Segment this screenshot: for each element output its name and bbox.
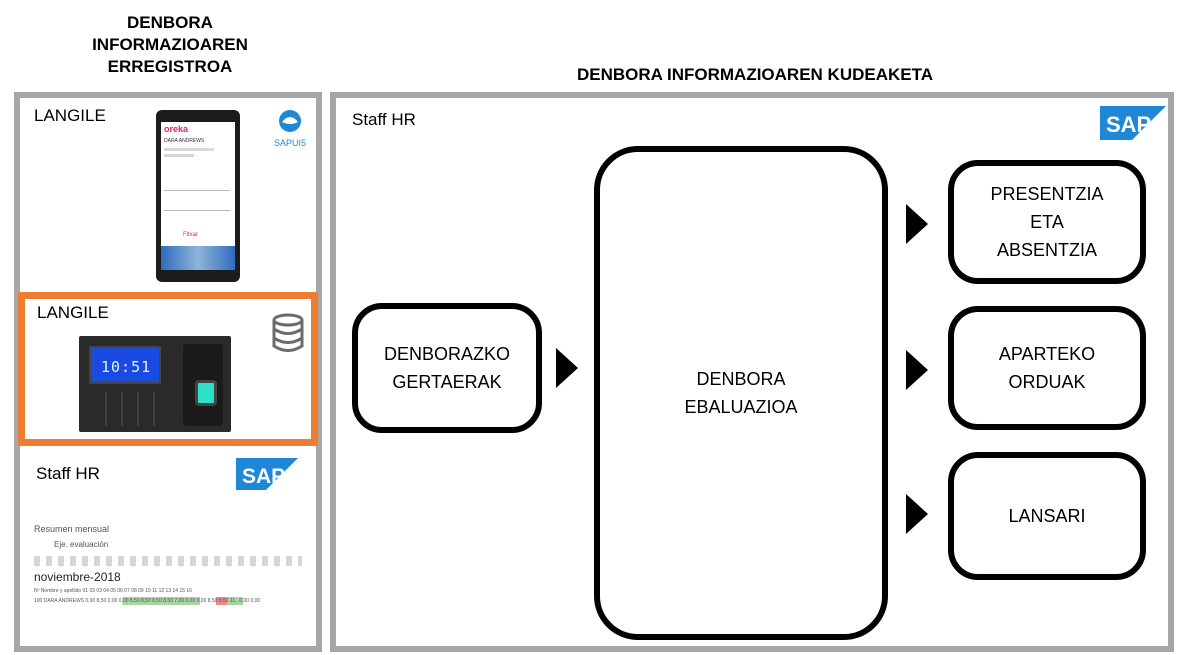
left-heading: DENBORA INFORMAZIOAREN ERREGISTROA: [60, 12, 280, 78]
phone-divider: [164, 148, 214, 151]
sapui5-logo-text: SAPUI5: [274, 138, 306, 148]
database-icon: [272, 313, 304, 352]
left-heading-line-2: INFORMAZIOAREN: [92, 35, 248, 54]
attendance-absence-box: PRESENTZIA ETA ABSENTZIA: [948, 160, 1146, 284]
sap-logo-text: SAP: [242, 465, 285, 488]
table-title: Resumen mensual: [34, 524, 110, 534]
phone-field: [164, 182, 230, 191]
phone-field: [164, 202, 230, 211]
phone-divider: [164, 154, 194, 157]
overtime-box: APARTEKO ORDUAK: [948, 306, 1146, 430]
arrow-right-icon: [906, 350, 928, 390]
table-data-row: 100 DARA ANDREWS 0,00 8,50 0,00 0,00 8,5…: [34, 598, 261, 604]
time-events-line-2: GERTAERAK: [392, 372, 502, 392]
sap-logo-text: SAP: [1106, 112, 1151, 137]
phone-screen: oreka DARA ANDREWS Fitxar: [161, 122, 235, 270]
attendance-line-1: PRESENTZIA: [990, 184, 1104, 204]
left-heading-line-3: ERREGISTROA: [107, 57, 233, 76]
staff-hr-card: Staff HR SAP: [20, 452, 316, 646]
timeclock-card: LANGILE: [18, 292, 318, 446]
arrow-right-icon: [906, 204, 928, 244]
table-row-highlight: [34, 597, 302, 605]
phone-user: DARA ANDREWS: [164, 138, 205, 144]
overtime-line-1: APARTEKO: [998, 344, 1096, 364]
timeclock-keypad: [91, 392, 155, 426]
right-heading: DENBORA INFORMAZIOAREN KUDEAKETA: [576, 65, 934, 84]
payroll-box: LANSARI: [948, 452, 1146, 580]
attendance-line-3: ABSENTZIA: [996, 240, 1098, 260]
mobile-card-label: LANGILE: [34, 106, 106, 125]
time-events-box: DENBORAZKO GERTAERAK: [352, 303, 542, 433]
sap-table-thumbnail: Resumen mensual Eje. evaluación noviembr…: [34, 520, 302, 620]
timeclock-card-label: LANGILE: [37, 303, 109, 322]
sap-logo-icon: SAP: [1100, 106, 1166, 140]
table-toolbar-label: Eje. evaluación: [54, 540, 109, 549]
right-panel-label: Staff HR: [352, 110, 416, 129]
table-toolbar: [34, 556, 302, 566]
time-events-line-1: DENBORAZKO: [383, 344, 511, 364]
timeclock-time: 10:51: [101, 358, 152, 376]
arrow-right-icon: [556, 348, 578, 388]
phone-image: oreka DARA ANDREWS Fitxar: [156, 110, 240, 282]
attendance-line-2: ETA: [1030, 212, 1064, 232]
staff-hr-card-label: Staff HR: [36, 464, 100, 483]
fingerprint-sensor-icon: [195, 380, 217, 406]
timeclock-image: 10:51: [79, 336, 231, 432]
phone-footer: [161, 246, 235, 270]
left-heading-line-1: DENBORA: [127, 13, 213, 32]
timeclock-display: 10:51: [89, 346, 161, 384]
time-evaluation-line-1: DENBORA: [696, 369, 786, 389]
phone-brand: oreka: [164, 124, 189, 134]
table-header-row: Nº Nombre y apellido 01 02 03 04 05 06 0…: [34, 588, 192, 594]
arrow-right-icon: [906, 494, 928, 534]
payroll-line-1: LANSARI: [1008, 506, 1086, 526]
overtime-line-2: ORDUAK: [1008, 372, 1086, 392]
table-month: noviembre-2018: [34, 570, 121, 584]
time-evaluation-box: DENBORA EBALUAZIOA: [594, 146, 888, 640]
phone-button: Fitxar: [183, 232, 198, 238]
sap-logo-icon: SAP: [236, 458, 298, 490]
time-evaluation-line-2: EBALUAZIOA: [684, 397, 798, 417]
sapui5-logo-icon: SAPUI5: [274, 110, 306, 148]
